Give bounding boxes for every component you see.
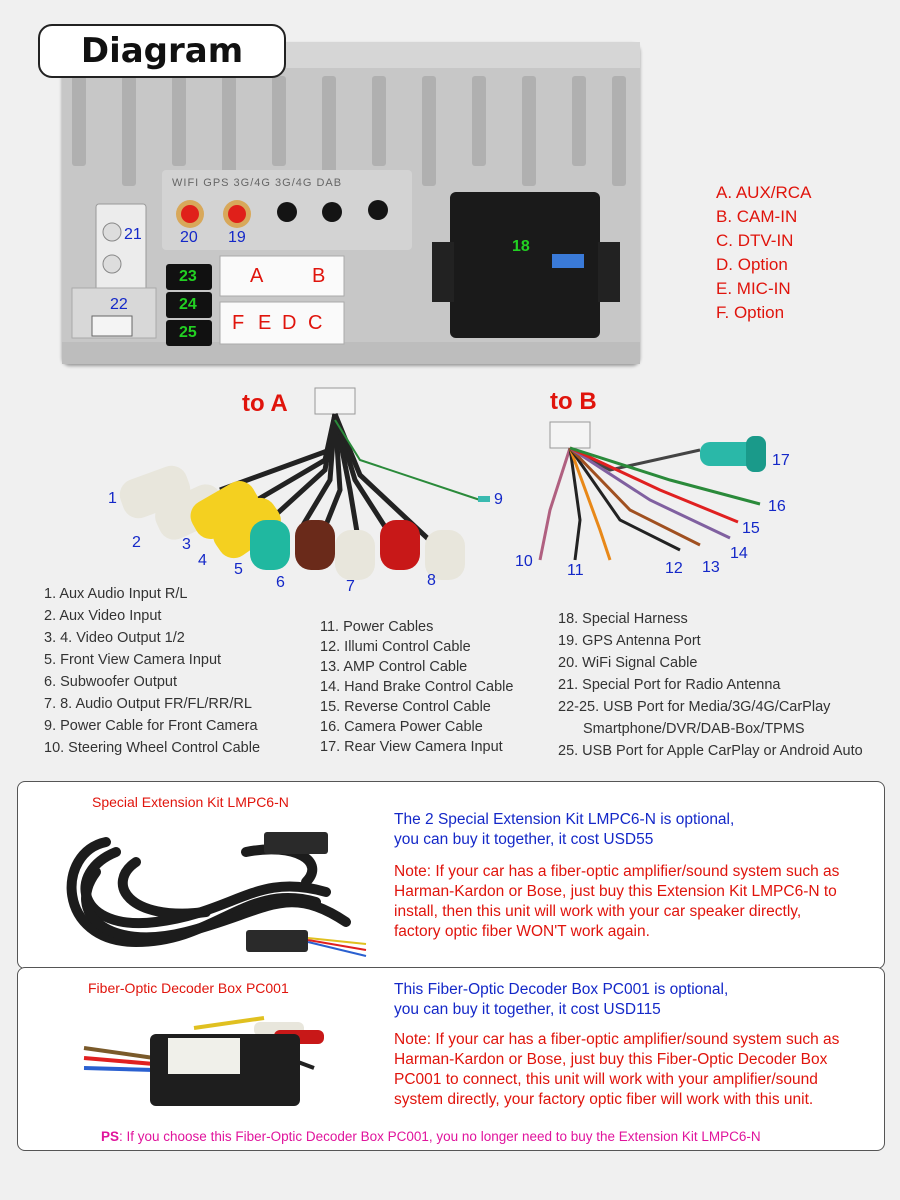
harness-b-drawing — [510, 410, 790, 580]
decoder-title: Fiber-Optic Decoder Box PC001 — [88, 980, 289, 996]
harness-a-drawing — [100, 380, 520, 590]
legend-item: A. AUX/RCA — [716, 181, 811, 205]
ps-note: PS: If you choose this Fiber-Optic Decod… — [101, 1129, 761, 1144]
list-item: Smartphone/DVR/DAB-Box/TPMS — [558, 718, 863, 740]
list-item: 12. Illumi Control Cable — [320, 637, 513, 657]
connector-legend: A. AUX/RCA B. CAM-IN C. DTV-IN D. Option… — [716, 181, 811, 325]
harness-a-1: 1 — [108, 490, 117, 508]
list-item: 14. Hand Brake Control Cable — [320, 677, 513, 697]
list-item: 2. Aux Video Input — [44, 605, 260, 627]
harness-b-10: 10 — [515, 553, 533, 571]
connector-f-label: F — [232, 312, 244, 335]
callout-20: 20 — [180, 229, 198, 247]
ps-label: PS — [101, 1129, 119, 1144]
list-item: 6. Subwoofer Output — [44, 671, 260, 693]
harness-a-2: 2 — [132, 534, 141, 552]
harness-b-16: 16 — [768, 498, 786, 516]
list-item: 1. Aux Audio Input R/L — [44, 583, 260, 605]
legend-item: D. Option — [716, 253, 811, 277]
kit-note-line: Note: If your car has a fiber-optic ampl… — [394, 862, 839, 882]
cable-list-col1: 1. Aux Audio Input R/L 2. Aux Video Inpu… — [44, 583, 260, 759]
harness-b-12: 12 — [665, 560, 683, 578]
connector-c-label: C — [308, 312, 322, 335]
list-item: 16. Camera Power Cable — [320, 717, 513, 737]
legend-item: E. MIC-IN — [716, 277, 811, 301]
list-item: 11. Power Cables — [320, 617, 513, 637]
harness-b-15: 15 — [742, 520, 760, 538]
list-item: 19. GPS Antenna Port — [558, 630, 863, 652]
list-item: 17. Rear View Camera Input — [320, 737, 513, 757]
list-item: 20. WiFi Signal Cable — [558, 652, 863, 674]
extension-kit-title: Special Extension Kit LMPC6-N — [92, 794, 289, 810]
decoder-optional-text: This Fiber-Optic Decoder Box PC001 is op… — [394, 980, 839, 1000]
harness-b-13: 13 — [702, 559, 720, 577]
harness-a-3: 3 — [182, 536, 191, 554]
harness-a-8: 8 — [427, 572, 436, 590]
list-item: 22-25. USB Port for Media/3G/4G/CarPlay — [558, 696, 863, 718]
decoder-price-text: you can buy it together, it cost USD115 — [394, 1000, 839, 1020]
list-item: 7. 8. Audio Output FR/FL/RR/RL — [44, 693, 260, 715]
extension-kit-image — [46, 822, 376, 962]
ps-text: : If you choose this Fiber-Optic Decoder… — [119, 1129, 761, 1144]
list-item: 18. Special Harness — [558, 608, 863, 630]
list-item: 13. AMP Control Cable — [320, 657, 513, 677]
kit-note-line: factory optic fiber WON'T work again. — [394, 922, 839, 942]
legend-item: C. DTV-IN — [716, 229, 811, 253]
kit-note-line: install, then this unit will work with y… — [394, 902, 839, 922]
list-item: 21. Special Port for Radio Antenna — [558, 674, 863, 696]
legend-item: F. Option — [716, 301, 811, 325]
extension-kit-box: Special Extension Kit LMPC6-N The 2 Spec… — [17, 781, 885, 969]
callout-21: 21 — [124, 226, 142, 244]
list-item: 10. Steering Wheel Control Cable — [44, 737, 260, 759]
harness-b-17: 17 — [772, 452, 790, 470]
harness-b-14: 14 — [730, 545, 748, 563]
callout-25: 25 — [179, 324, 197, 342]
kit-note-line: Harman-Kardon or Bose, just buy this Ext… — [394, 882, 839, 902]
harness-a-4: 4 — [198, 552, 207, 570]
harness-a-9: 9 — [494, 491, 503, 509]
decoder-note-line: Note: If your car has a fiber-optic ampl… — [394, 1030, 839, 1050]
callout-19: 19 — [228, 229, 246, 247]
cable-list-col3: 18. Special Harness 19. GPS Antenna Port… — [558, 608, 863, 762]
legend-item: B. CAM-IN — [716, 205, 811, 229]
kit-price-text: you can buy it together, it cost USD55 — [394, 830, 839, 850]
harness-a-6: 6 — [276, 574, 285, 592]
callout-18: 18 — [512, 238, 530, 256]
diagram-title: Diagram — [38, 24, 286, 78]
callout-24: 24 — [179, 296, 197, 314]
extension-kit-description: The 2 Special Extension Kit LMPC6-N is o… — [394, 810, 839, 942]
callout-23: 23 — [179, 268, 197, 286]
decoder-image — [74, 1008, 364, 1118]
port-labels: WIFI GPS 3G/4G 3G/4G DAB — [172, 177, 342, 189]
callout-22: 22 — [110, 296, 128, 314]
cable-list-col2: 11. Power Cables 12. Illumi Control Cabl… — [320, 617, 513, 757]
decoder-note-line: PC001 to connect, this unit will work wi… — [394, 1070, 839, 1090]
harness-a-5: 5 — [234, 561, 243, 579]
connector-a-label: A — [250, 265, 263, 288]
list-item: 5. Front View Camera Input — [44, 649, 260, 671]
list-item: 9. Power Cable for Front Camera — [44, 715, 260, 737]
harness-b-11: 11 — [567, 562, 584, 580]
decoder-description: This Fiber-Optic Decoder Box PC001 is op… — [394, 980, 839, 1110]
kit-optional-text: The 2 Special Extension Kit LMPC6-N is o… — [394, 810, 839, 830]
connector-b-label: B — [312, 265, 325, 288]
decoder-note-line: system directly, your factory optic fibe… — [394, 1090, 839, 1110]
list-item: 3. 4. Video Output 1/2 — [44, 627, 260, 649]
panel-drawing — [62, 42, 640, 364]
list-item: 15. Reverse Control Cable — [320, 697, 513, 717]
decoder-note-line: Harman-Kardon or Bose, just buy this Fib… — [394, 1050, 839, 1070]
connector-d-label: D — [282, 312, 296, 335]
list-item: 25. USB Port for Apple CarPlay or Androi… — [558, 740, 863, 762]
head-unit-back-panel: WIFI GPS 3G/4G 3G/4G DAB 21 22 20 19 23 … — [62, 42, 640, 364]
connector-e-label: E — [258, 312, 271, 335]
decoder-box: Fiber-Optic Decoder Box PC001 This Fiber… — [17, 967, 885, 1151]
harness-a-7: 7 — [346, 578, 355, 596]
